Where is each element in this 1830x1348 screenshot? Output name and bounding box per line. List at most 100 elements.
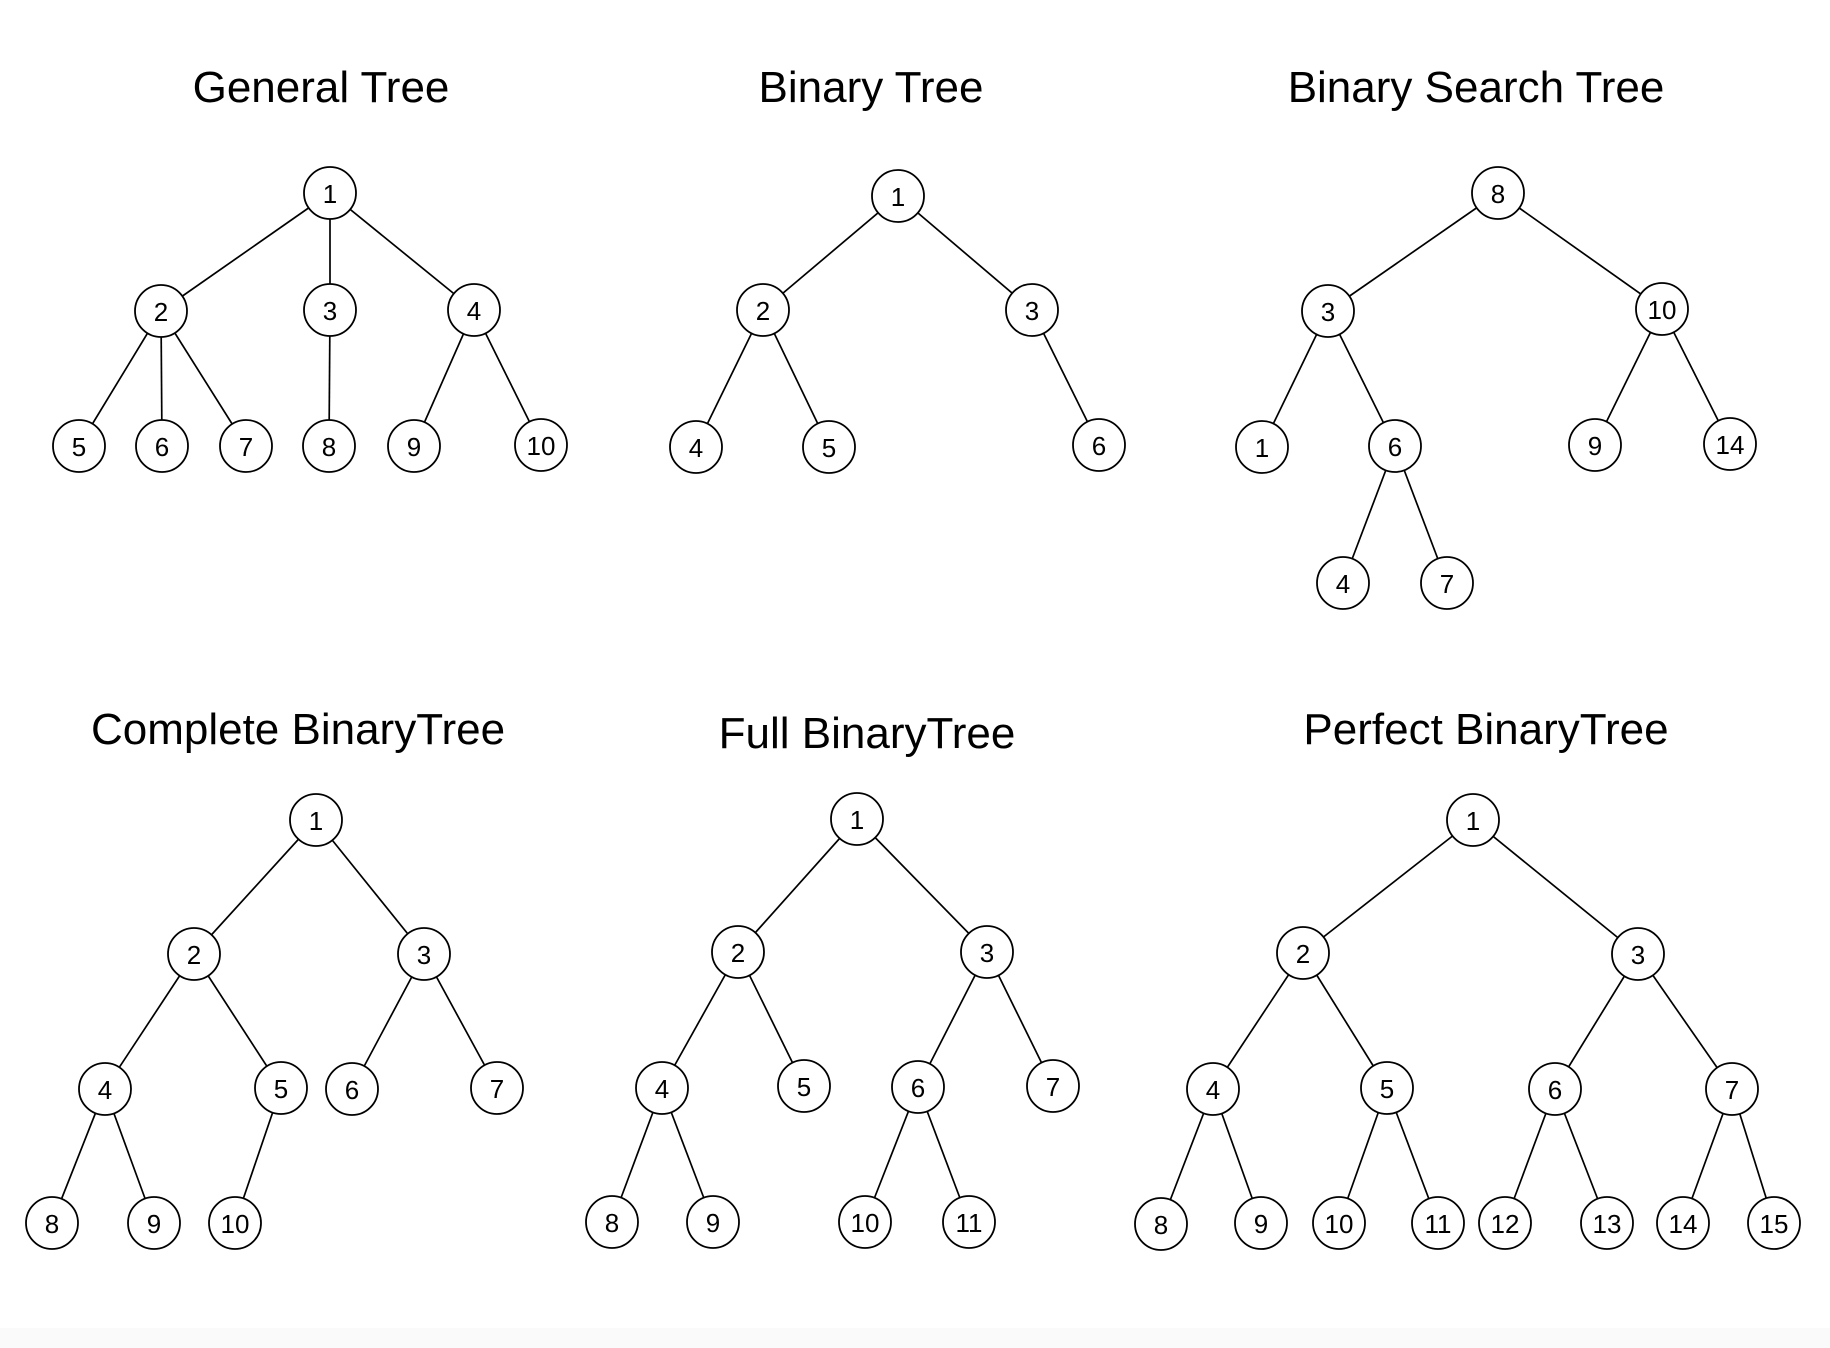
tree-node-circle	[1316, 556, 1370, 610]
tree-title-general-tree: General Tree	[193, 63, 450, 112]
tree-node-circle	[135, 419, 189, 473]
tree-node-label: 5	[274, 1074, 288, 1104]
tree-node-label: 5	[72, 432, 86, 462]
tree-node-circle	[514, 418, 568, 472]
tree-edge	[160, 192, 331, 312]
tree-node-circle	[1705, 1062, 1759, 1116]
tree-node-circle	[942, 1195, 996, 1249]
tree-node-label: 11	[956, 1208, 983, 1238]
tree-node-circle	[25, 1196, 79, 1250]
tree-node-circle	[838, 1195, 892, 1249]
tree-node-label: 1	[850, 805, 864, 835]
tree-node-label: 9	[706, 1208, 720, 1238]
tree-title-binary-tree: Binary Tree	[759, 63, 984, 112]
tree-edge	[897, 195, 1033, 311]
tree-node-label: 2	[756, 296, 770, 326]
tree-node-label: 2	[1296, 939, 1310, 969]
tree-node-circle	[289, 793, 343, 847]
tree-node-circle	[134, 284, 188, 338]
tree-node-circle	[585, 1195, 639, 1249]
tree-node-label: 8	[322, 432, 336, 462]
tree-node-circle	[711, 925, 765, 979]
tree-node-label: 5	[1380, 1074, 1394, 1104]
tree-node-circle	[127, 1196, 181, 1250]
tree-edge	[329, 192, 475, 311]
tree-node-label: 10	[527, 431, 556, 461]
tree-node-label: 12	[1491, 1209, 1520, 1239]
tree-edge	[737, 818, 858, 953]
tree-node-label: 7	[239, 432, 253, 462]
tree-node-circle	[1478, 1196, 1532, 1250]
tree-node-label: 3	[323, 296, 337, 326]
tree-edge	[1327, 192, 1499, 312]
tree-node-label: 3	[417, 940, 431, 970]
tree-node-label: 6	[1388, 432, 1402, 462]
tree-node-circle	[1005, 283, 1059, 337]
tree-node-circle	[1420, 556, 1474, 610]
tree-node-label: 6	[345, 1075, 359, 1105]
tree-node-circle	[254, 1061, 308, 1115]
tree-node-circle	[830, 792, 884, 846]
tree-node-label: 4	[1336, 569, 1350, 599]
tree-node-label: 10	[1648, 295, 1677, 325]
tree-node-circle	[1703, 417, 1757, 471]
tree-node-label: 6	[911, 1073, 925, 1103]
tree-node-label: 8	[45, 1209, 59, 1239]
tree-node-circle	[669, 420, 723, 474]
tree-edge	[104, 953, 195, 1090]
tree-node-label: 4	[689, 433, 703, 463]
tree-node-label: 4	[467, 296, 481, 326]
tree-node-circle	[1360, 1061, 1414, 1115]
tree-node-label: 5	[797, 1072, 811, 1102]
tree-node-circle	[303, 283, 357, 337]
tree-node-label: 3	[1025, 296, 1039, 326]
tree-node-label: 9	[1588, 431, 1602, 461]
tree-node-label: 8	[1154, 1210, 1168, 1240]
tree-node-label: 13	[1593, 1209, 1622, 1239]
tree-node-circle	[1446, 793, 1500, 847]
tree-edge	[1212, 952, 1304, 1090]
tree-node-circle	[1747, 1196, 1801, 1250]
bottom-strip	[0, 1328, 1830, 1348]
tree-node-circle	[1568, 418, 1622, 472]
tree-node-label: 6	[155, 432, 169, 462]
tree-title-complete-binary-tree: Complete BinaryTree	[91, 705, 505, 754]
tree-edge	[1302, 819, 1474, 954]
tree-node-circle	[1276, 926, 1330, 980]
tree-node-label: 14	[1716, 430, 1745, 460]
tree-node-label: 10	[1325, 1209, 1354, 1239]
tree-node-label: 1	[1255, 433, 1269, 463]
tree-node-circle	[302, 419, 356, 473]
tree-node-circle	[1411, 1196, 1465, 1250]
tree-node-label: 9	[407, 432, 421, 462]
tree-node-label: 4	[655, 1074, 669, 1104]
tree-node-circle	[325, 1062, 379, 1116]
tree-node-circle	[1471, 166, 1525, 220]
tree-node-label: 7	[1046, 1072, 1060, 1102]
tree-edge	[1497, 192, 1663, 310]
tree-title-binary-search-tree: Binary Search Tree	[1288, 63, 1665, 112]
tree-node-circle	[1234, 1196, 1288, 1250]
tree-title-perfect-binary-tree: Perfect BinaryTree	[1303, 705, 1668, 754]
tree-node-circle	[447, 283, 501, 337]
tree-node-circle	[303, 166, 357, 220]
tree-node-circle	[397, 927, 451, 981]
tree-node-label: 6	[1092, 431, 1106, 461]
tree-edge	[1637, 953, 1733, 1090]
tree-node-circle	[78, 1062, 132, 1116]
tree-node-circle	[871, 169, 925, 223]
tree-node-label: 7	[1725, 1075, 1739, 1105]
tree-edge	[315, 819, 425, 955]
tree-node-label: 9	[1254, 1209, 1268, 1239]
tree-node-label: 9	[147, 1209, 161, 1239]
tree-node-label: 1	[1466, 806, 1480, 836]
tree-node-circle	[52, 419, 106, 473]
tree-node-circle	[960, 925, 1014, 979]
